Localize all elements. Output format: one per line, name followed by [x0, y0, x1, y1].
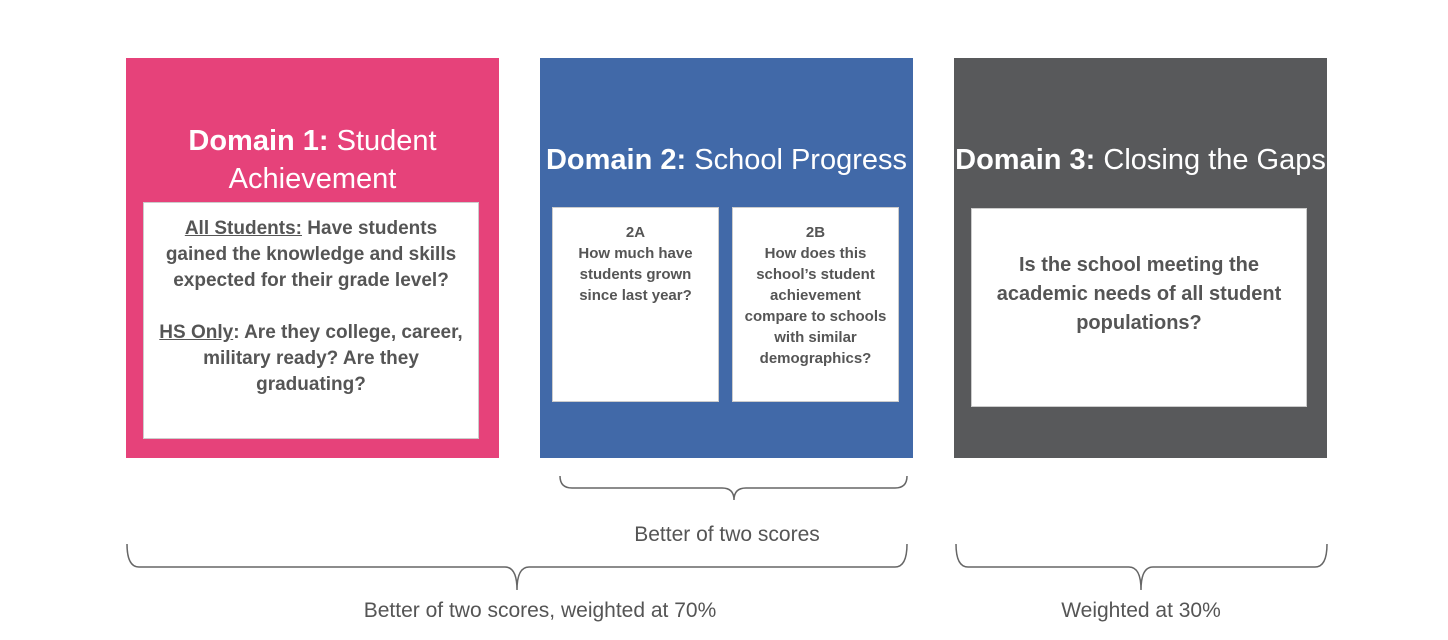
domain-1-card: All Students: Have students gained the k…	[143, 202, 479, 439]
domain-2-brace	[559, 475, 908, 501]
domain-1-title: Domain 1: Student Achievement	[188, 125, 437, 195]
domain-3-brace-label: Weighted at 30%	[1061, 599, 1221, 622]
domain-3-box: Domain 3: Closing the Gaps Is the school…	[954, 58, 1327, 458]
domain-3-card: Is the school meeting the academic needs…	[971, 208, 1307, 407]
domain-1-box: Domain 1: Student Achievement All Studen…	[126, 58, 499, 458]
combined-brace-label: Better of two scores, weighted at 70%	[363, 599, 717, 622]
combined-brace	[126, 543, 908, 591]
domain-2-title: Domain 2: School Progress	[545, 144, 907, 176]
domain-3-brace	[955, 543, 1328, 591]
domain-3-title: Domain 3: Closing the Gaps	[955, 144, 1326, 176]
domain-2-brace-label: Better of two scores	[634, 523, 820, 546]
